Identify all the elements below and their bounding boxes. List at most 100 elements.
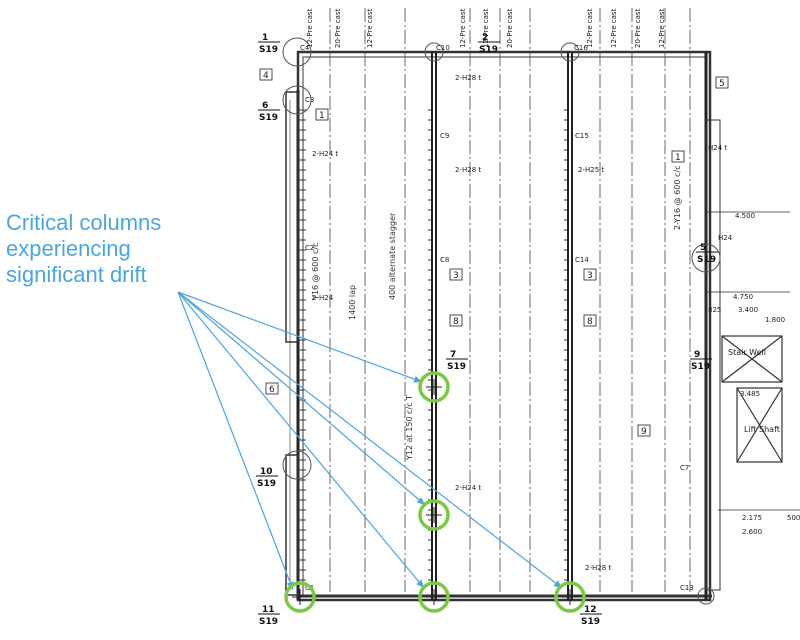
column-mark: C16 [574,44,588,52]
column-mark: C10 [436,44,450,52]
callout-text: Critical columns experiencing significan… [6,210,206,288]
section-mark-sheet: S19 [581,617,600,627]
top-plank-labels: 12-Pre cast 20-Pre cast 12-Pre cast 12-Pre … [306,8,666,48]
grid-tag: 4 [259,68,273,81]
critical-column-marker [418,499,450,531]
grid-tag-number: 4 [263,71,269,81]
callout-arrowhead [416,497,425,505]
bar-note: 2-H25 t [578,166,604,174]
column-mark: C2 [305,244,314,252]
dimension-label: 4.750 [733,293,753,301]
section-mark-number: 1 [262,33,268,43]
room-labels: Stair Well Lift Shaft [728,348,780,434]
column-mark: C9 [440,132,449,140]
rebar-note: 2-Y16 @ 600 c/c [673,166,682,230]
plank-label: 12-Pre cast [306,8,314,48]
grid-tag-number: 3 [453,271,459,281]
beam-lines [296,52,708,600]
plank-lines [329,8,691,592]
section-mark-sheet: S19 [259,45,278,55]
plank-label: 12-Pre cast [658,8,666,48]
highlight-ring [418,371,450,403]
grid-tag-box [259,68,273,81]
grid-tag-box [265,382,279,395]
dimension-label: 3.485 [740,390,760,398]
section-mark-sheet: S19 [697,255,716,265]
rebar-note: 1400 lap [348,285,357,320]
room-label-lift: Lift Shaft [744,425,780,434]
highlight-ring [554,581,586,613]
grid-tag-box [583,314,597,327]
room-label-stair: Stair Well [728,348,766,357]
grid-tag: 1 [315,108,329,121]
bar-note: 2-H24 t [455,484,481,492]
section-mark-sheet: S19 [691,362,710,372]
section-mark-sheet: S19 [447,362,466,372]
plank-label: 12-Pre cast [482,8,490,48]
section-mark-number: 12 [584,605,597,615]
bar-note: H24 t [708,144,727,152]
grid-tag-box [449,268,463,281]
critical-column-marker [418,581,450,613]
section-mark-number: 11 [262,605,275,615]
plank-label: 12-Pre cast [459,8,467,48]
grid-tag-box [315,108,329,121]
grid-tag-number: 5 [719,79,725,89]
callout-line-3: significant drift [6,262,147,287]
plank-label: 12-Pre cast [586,8,594,48]
column-mark: C4 [300,44,310,52]
column-mark: C7 [680,464,689,472]
bar-note: 2-H28 t [455,74,481,82]
grid-tag: 6 [265,382,279,395]
dimension-label: 825 [708,306,721,314]
section-mark-sheet: S19 [257,479,276,489]
critical-column-marker [554,581,586,613]
grid-tag-number: 8 [453,317,459,327]
column-mark: C3 [305,96,314,104]
bar-note: 2-H28 t [455,166,481,174]
callout-arrow [177,291,426,506]
callout-arrow [177,291,425,589]
plank-label: 12-Pre cast [366,8,374,48]
grid-tag-number: 1 [675,153,681,163]
plank-label: 20-Pre cast [634,8,642,48]
dimension-label: 1.800 [765,316,785,324]
grid-tag-number: 8 [587,317,593,327]
column-mark: C14 [575,256,589,264]
highlight-ring [418,581,450,613]
grid-tag-box [449,314,463,327]
callout-line-2: experiencing [6,236,131,261]
grid-tag-box [715,76,729,89]
column-mark: C13 [680,584,694,592]
grid-tag: 8 [583,314,597,327]
critical-column-marker [418,371,450,403]
highlight-ring [418,499,450,531]
grid-tag-box [583,268,597,281]
callout-arrows [177,291,563,591]
rebar-note: 400 alternate stagger [388,212,397,300]
section-mark-number: 5 [700,243,706,253]
highlight-ring [284,581,316,613]
grid-tag-number: 1 [319,111,325,121]
grid-tag-number: 3 [587,271,593,281]
dimension-label: 500 [787,514,800,522]
bar-note: 2-H24 [312,294,334,302]
grid-tag: 3 [449,268,463,281]
grid-tag-number: 6 [269,385,275,395]
section-mark-sheet: S19 [259,113,278,123]
grid-tag: 3 [583,268,597,281]
column-mark: C15 [575,132,589,140]
callout-arrow [177,291,423,383]
grid-tag-number: 9 [641,427,647,437]
section-mark-number: 10 [260,467,273,477]
section-mark-sheet: S19 [259,617,278,627]
dimension-label: 4.500 [735,212,755,220]
